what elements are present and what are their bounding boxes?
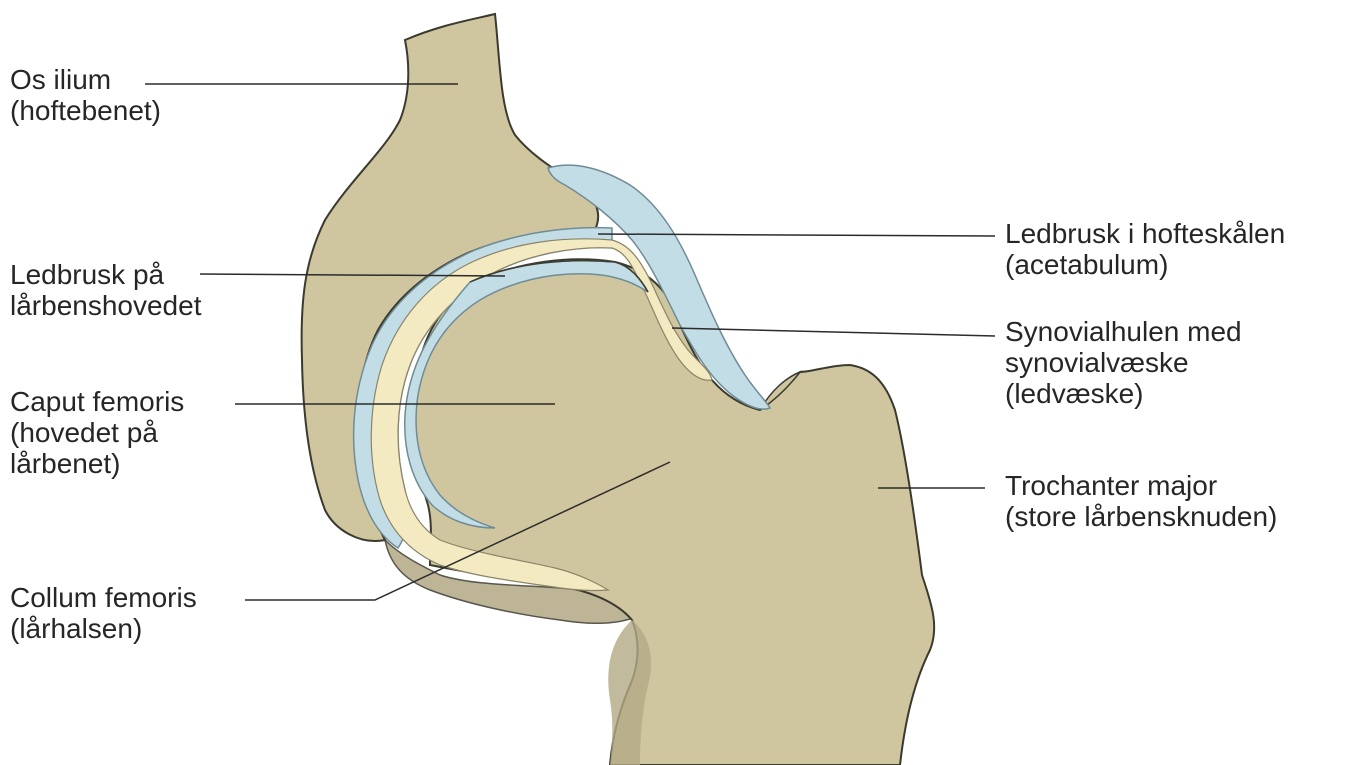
label-ledbrusk-femur-line2: lårbenshovedet [10, 290, 201, 321]
label-ledbrusk-acetabulum-line1: Ledbrusk i hofteskålen [1005, 218, 1285, 249]
label-collum-femoris-line1: Collum femoris [10, 582, 197, 613]
label-os-ilium-line2: (hoftebenet) [10, 95, 161, 126]
label-synovialhulen-line2: synovialvæske [1005, 347, 1242, 378]
label-caput-femoris-line3: lårbenet) [10, 448, 184, 479]
label-synovialhulen-line1: Synovialhulen med [1005, 316, 1242, 347]
label-trochanter-major-line1: Trochanter major [1005, 470, 1277, 501]
label-ledbrusk-femur: Ledbrusk på lårbenshovedet [10, 259, 201, 321]
label-synovialhulen-line3: (ledvæske) [1005, 378, 1242, 409]
label-ledbrusk-femur-line1: Ledbrusk på [10, 259, 201, 290]
label-trochanter-major: Trochanter major (store lårbensknuden) [1005, 470, 1277, 532]
label-ledbrusk-acetabulum: Ledbrusk i hofteskålen (acetabulum) [1005, 218, 1285, 280]
label-ledbrusk-acetabulum-line2: (acetabulum) [1005, 249, 1285, 280]
label-os-ilium: Os ilium (hoftebenet) [10, 64, 161, 126]
label-synovialhulen: Synovialhulen med synovialvæske (ledvæsk… [1005, 316, 1242, 409]
label-collum-femoris-line2: (lårhalsen) [10, 613, 197, 644]
label-caput-femoris: Caput femoris (hovedet på lårbenet) [10, 386, 184, 479]
label-collum-femoris: Collum femoris (lårhalsen) [10, 582, 197, 644]
label-trochanter-major-line2: (store lårbensknuden) [1005, 501, 1277, 532]
label-os-ilium-line1: Os ilium [10, 64, 161, 95]
label-caput-femoris-line2: (hovedet på [10, 417, 184, 448]
label-caput-femoris-line1: Caput femoris [10, 386, 184, 417]
